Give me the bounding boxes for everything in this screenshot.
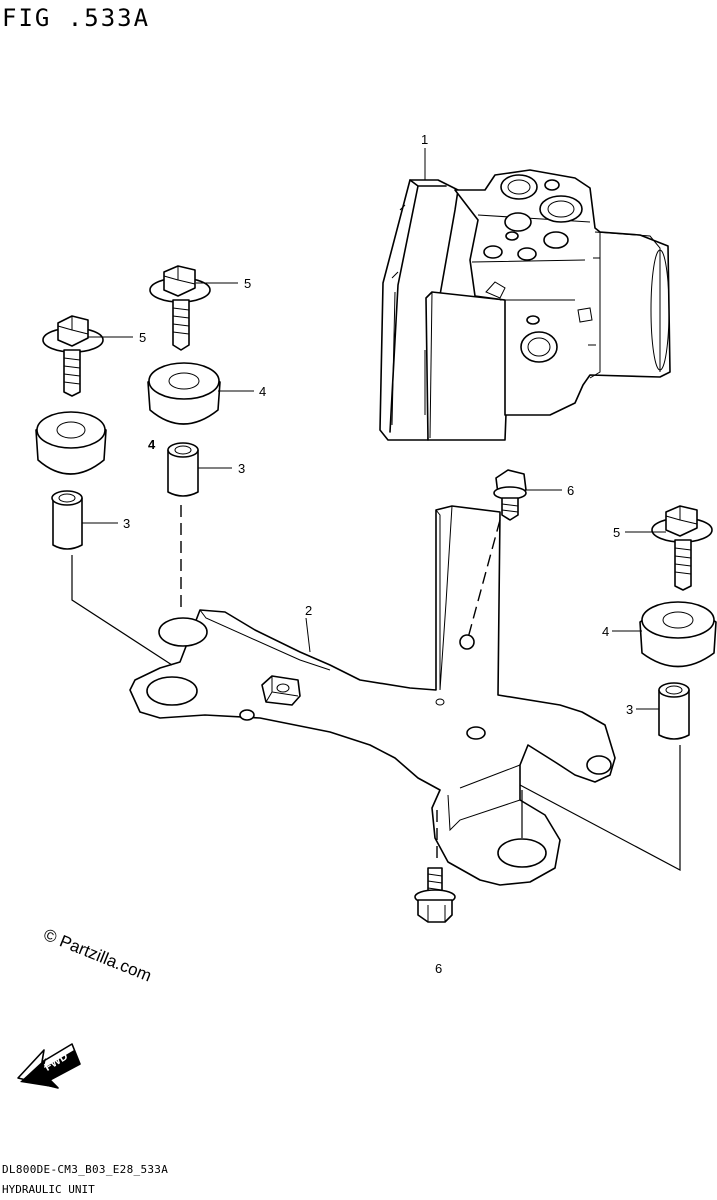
callout-5-bolt-left: 5 <box>139 330 147 345</box>
callout-3-spacer-mid: 3 <box>238 461 246 476</box>
bracket-part <box>129 505 616 886</box>
callout-6-bolt-bottom: 6 <box>435 961 443 976</box>
callout-5-bolt-mid: 5 <box>244 276 252 291</box>
callout-1-hydraulic-unit: 1 <box>421 132 429 147</box>
callout-5-bolt-right: 5 <box>613 525 621 540</box>
right-mount-stack <box>639 505 717 740</box>
left-mount-stack <box>35 315 107 550</box>
hydraulic-unit-part <box>379 169 671 441</box>
middle-mount-stack <box>147 265 221 497</box>
callout-4-cushion-right: 4 <box>602 624 610 639</box>
bottom-flange-bolt <box>414 867 456 923</box>
fwd-arrow <box>17 1043 81 1089</box>
figure-name: HYDRAULIC UNIT <box>2 1183 95 1196</box>
callout-4-cushion-mid: 4 <box>259 384 267 399</box>
callout-6-bolt-top: 6 <box>567 483 575 498</box>
leader-lines <box>82 148 666 710</box>
callout-4-cushion-mid-extra: 4 <box>148 437 156 452</box>
figure-code: DL800DE-CM3_B03_E28_533A <box>2 1163 169 1176</box>
callout-3-spacer-left: 3 <box>123 516 131 531</box>
figure-title: FIG .533A <box>2 4 151 32</box>
top-flange-bolt <box>493 469 527 521</box>
callout-3-spacer-right: 3 <box>626 702 634 717</box>
alignment-lines <box>71 505 681 871</box>
callout-2-bracket: 2 <box>305 603 313 618</box>
